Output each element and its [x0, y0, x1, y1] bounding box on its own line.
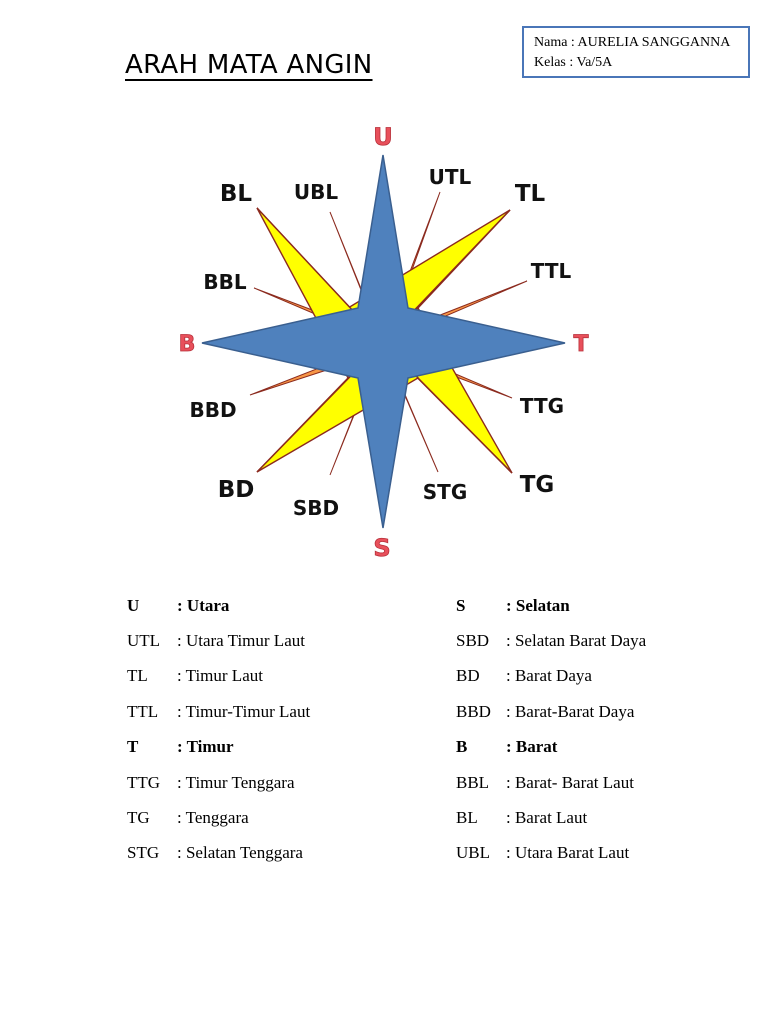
page-title: ARAH MATA ANGIN	[125, 50, 373, 80]
legend-row: BBL : Barat- Barat Laut	[456, 765, 646, 800]
legend-meaning: : Barat-Barat Daya	[506, 701, 635, 721]
label-utl: UTL	[429, 165, 472, 189]
legend-row: BL : Barat Laut	[456, 800, 646, 835]
legend-meaning: : Utara	[177, 595, 230, 615]
label-ttl: TTL	[531, 259, 572, 283]
label-north: U	[373, 123, 393, 151]
label-bd: BD	[218, 477, 255, 503]
legend-meaning: : Utara Timur Laut	[177, 631, 305, 651]
legend-row: U : Utara	[127, 588, 310, 623]
legend-row: UTL : Utara Timur Laut	[127, 623, 310, 658]
label-ttg: TTG	[520, 394, 564, 418]
legend-row: TTG : Timur Tenggara	[127, 765, 310, 800]
label-bl: BL	[220, 181, 253, 207]
legend-abbr: BD	[456, 666, 480, 686]
legend-right-column: S : Selatan SBD : Selatan Barat Daya BD : B…	[456, 588, 646, 871]
legend-abbr: T	[127, 737, 139, 757]
legend-meaning: : Barat Daya	[506, 666, 592, 686]
label-tl: TL	[515, 181, 546, 207]
legend-meaning: : Timur	[177, 737, 234, 757]
legend-row: B : Barat	[456, 730, 646, 765]
legend-row: BD : Barat Daya	[456, 659, 646, 694]
label-stg: STG	[423, 480, 467, 504]
legend-meaning: : Selatan Barat Daya	[506, 631, 647, 651]
label-ubl: UBL	[294, 180, 338, 204]
legend-abbr: TG	[127, 808, 150, 828]
legend-meaning: : Barat- Barat Laut	[506, 772, 634, 792]
label-west: B	[179, 332, 196, 357]
label-south: S	[373, 534, 390, 562]
legend-meaning: : Barat Laut	[506, 808, 588, 828]
legend-abbr: TL	[127, 666, 148, 686]
legend-abbr: S	[456, 595, 466, 615]
student-info-box: Nama : AURELIA SANGGANNA Kelas : Va/5A	[522, 26, 750, 78]
legend-row: TTL : Timur-Timur Laut	[127, 694, 310, 729]
legend-abbr: STG	[127, 843, 160, 863]
student-class: Kelas : Va/5A	[534, 55, 613, 70]
legend-abbr: UTL	[127, 631, 161, 651]
legend-row: UBL : Utara Barat Laut	[456, 836, 646, 871]
compass-main-star	[201, 154, 566, 529]
label-sbd: SBD	[293, 496, 339, 520]
legend-meaning: : Utara Barat Laut	[506, 843, 630, 863]
label-tg: TG	[520, 472, 555, 498]
legend-meaning: : Timur Laut	[177, 666, 263, 686]
compass-rose: U T S B TL TG BD BL UTL TTL TTG STG SBD …	[178, 123, 589, 563]
label-bbl: BBL	[203, 270, 246, 294]
legend-abbr: UBL	[456, 843, 490, 863]
legend-left-column: U : Utara UTL : Utara Timur Laut TL : Timur…	[127, 588, 310, 871]
legend-row: STG : Selatan Tenggara	[127, 836, 310, 871]
legend-row: S : Selatan	[456, 588, 646, 623]
student-name: Nama : AURELIA SANGGANNA	[534, 35, 731, 50]
label-bbd: BBD	[189, 398, 236, 422]
legend-meaning: : Tenggara	[177, 808, 249, 828]
legend-abbr: SBD	[456, 631, 490, 651]
legend-abbr: BL	[456, 808, 478, 828]
legend-row: BBD : Barat-Barat Daya	[456, 694, 646, 729]
legend-abbr: BBL	[456, 772, 490, 792]
label-east: T	[573, 332, 588, 357]
legend-abbr: TTG	[127, 772, 161, 792]
legend-meaning: : Selatan	[506, 595, 570, 615]
legend-meaning: : Timur-Timur Laut	[177, 701, 311, 721]
legend-abbr: U	[127, 595, 140, 615]
legend-abbr: B	[456, 737, 468, 757]
legend-row: TG : Tenggara	[127, 800, 310, 835]
legend-row: T : Timur	[127, 730, 310, 765]
legend-abbr: BBD	[456, 701, 491, 721]
legend-abbr: TTL	[127, 701, 159, 721]
legend-meaning: : Timur Tenggara	[177, 772, 295, 792]
legend-meaning: : Barat	[506, 737, 558, 757]
legend-row: TL : Timur Laut	[127, 659, 310, 694]
legend-row: SBD : Selatan Barat Daya	[456, 623, 646, 658]
legend-meaning: : Selatan Tenggara	[177, 843, 303, 863]
